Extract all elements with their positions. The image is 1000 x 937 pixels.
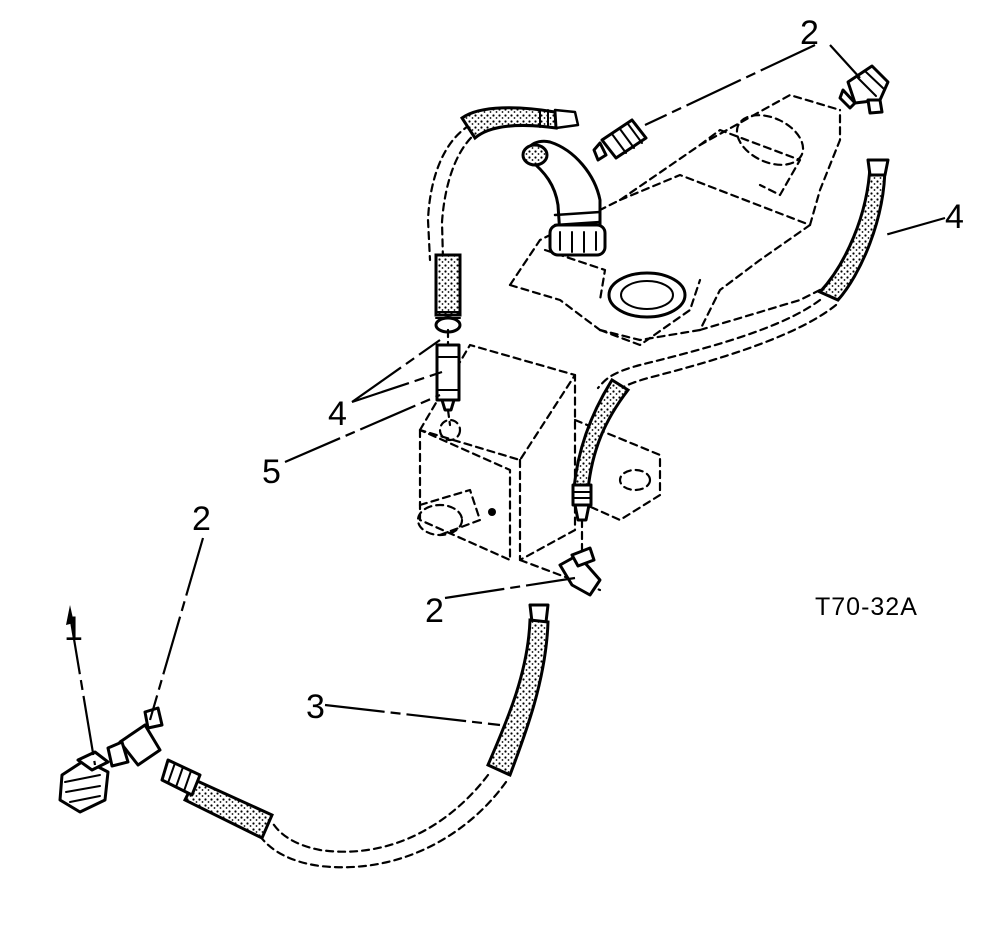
callout-2-left: 2 bbox=[192, 500, 211, 538]
plug-icon bbox=[58, 750, 110, 814]
elbow-fitting-top-right bbox=[838, 64, 890, 115]
callout-1: 1 bbox=[64, 610, 83, 648]
elbow-fitting-bottom-left bbox=[106, 706, 164, 768]
right-hose bbox=[596, 158, 890, 400]
callout-labels: 2 4 4 5 2 2 3 1 bbox=[64, 14, 964, 726]
callout-2-middle: 2 bbox=[425, 592, 444, 630]
pump-housing bbox=[508, 93, 842, 347]
callout-2-top: 2 bbox=[800, 14, 819, 52]
callout-4-right: 4 bbox=[945, 198, 964, 236]
center-hose bbox=[571, 377, 631, 562]
bottom-left-hose-end bbox=[160, 758, 274, 841]
housing-elbow-fitting bbox=[521, 139, 607, 257]
callout-5: 5 bbox=[262, 453, 281, 491]
upper-hose bbox=[426, 106, 580, 427]
figure-reference: T70-32A bbox=[815, 593, 918, 621]
leader-lines bbox=[66, 44, 946, 766]
tee-fitting-middle bbox=[558, 546, 602, 597]
valve-body bbox=[416, 343, 662, 592]
callout-4-left: 4 bbox=[328, 395, 347, 433]
elbow-fitting-top-left bbox=[592, 118, 648, 162]
callout-3: 3 bbox=[306, 688, 325, 726]
lower-hose bbox=[258, 603, 550, 869]
